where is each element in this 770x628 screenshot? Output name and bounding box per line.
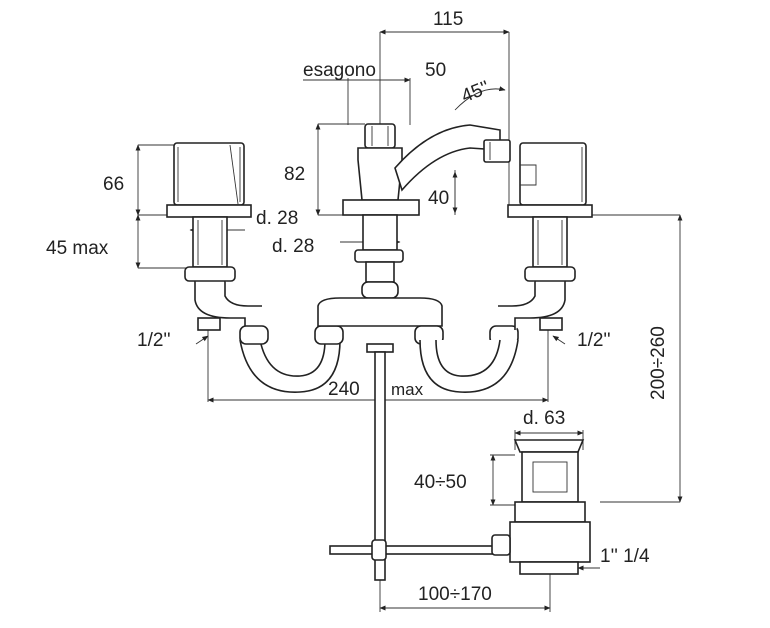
- dim-200-260-label: 200÷260: [648, 326, 669, 400]
- dim-115-label: 115: [433, 9, 463, 30]
- dim-45-max-label: 45 max: [46, 238, 109, 259]
- thread-1-1-4-label: 1'' 1/4: [600, 546, 650, 567]
- dim-82-label: 82: [284, 164, 305, 185]
- dim-50-label: 50: [425, 60, 446, 81]
- drain-waste: [491, 439, 591, 575]
- angle-45-label: 45'': [458, 77, 492, 107]
- dimension-labels: 115 esagono 50 45'' 82 66 d. 28 45 max d…: [46, 9, 669, 605]
- spout-body: [342, 123, 511, 299]
- dim-66-label: 66: [103, 174, 124, 195]
- left-handle: [166, 142, 252, 282]
- d28-upper-label: d. 28: [256, 208, 298, 229]
- dim-240-label: 240: [328, 379, 360, 400]
- hexagon-label: esagono: [303, 60, 376, 81]
- dim-40-50-label: 40÷50: [414, 472, 467, 493]
- max-label: max: [391, 380, 424, 399]
- pipe-system: [194, 281, 566, 393]
- dim-40-label: 40: [428, 188, 449, 209]
- thread-right-label: 1/2'': [577, 330, 611, 351]
- d63-label: d. 63: [523, 408, 565, 429]
- thread-left-label: 1/2'': [137, 330, 171, 351]
- right-handle: [507, 142, 593, 282]
- dim-100-170-label: 100÷170: [418, 584, 492, 605]
- d28-lower-label: d. 28: [272, 236, 314, 257]
- pop-up-rod: [329, 343, 511, 581]
